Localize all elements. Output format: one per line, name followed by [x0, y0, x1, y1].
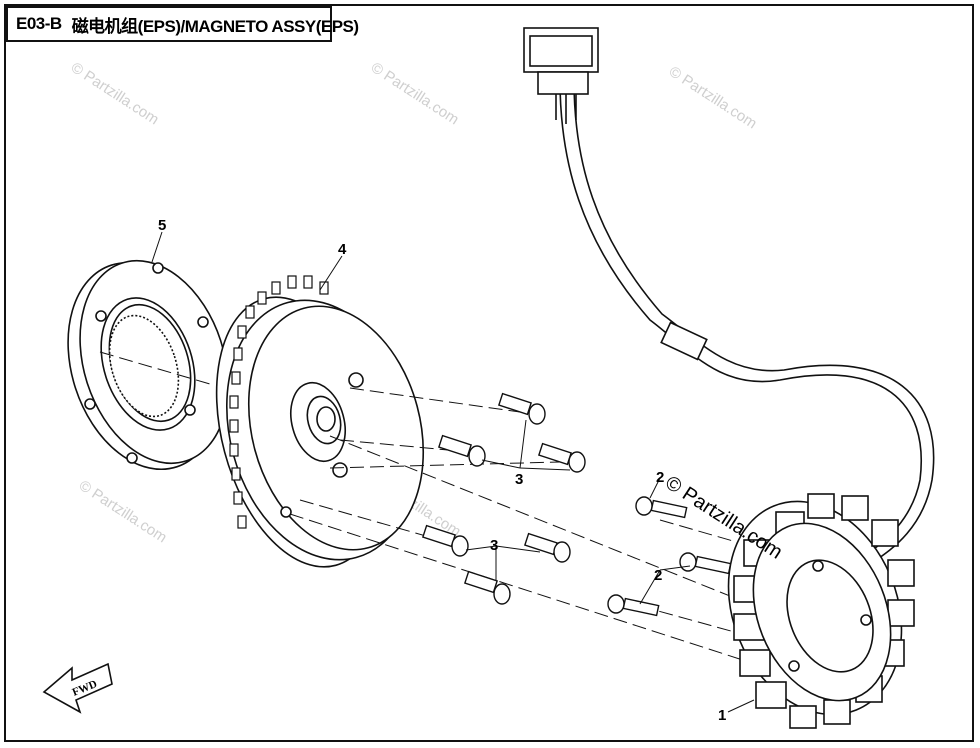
- diagram-code: E03-B: [16, 14, 62, 33]
- watermark: © Partzilla.com: [68, 59, 162, 128]
- callout-4: 4: [338, 241, 347, 258]
- rotor-bolts-part-3: [421, 392, 586, 605]
- rotor-bolt: [523, 532, 571, 563]
- title-box: E03-B 磁电机组(EPS)/MAGNETO ASSY(EPS): [6, 6, 359, 42]
- rotor-bolt: [537, 442, 586, 473]
- rotor-bolt: [497, 392, 546, 425]
- callout-3: 3: [490, 537, 498, 554]
- callout-5: 5: [158, 217, 166, 234]
- flywheel-part-4: [215, 275, 425, 568]
- stator-part-1: [523, 27, 935, 729]
- stator-bolt: [607, 594, 660, 617]
- diagram-frame: [4, 4, 974, 742]
- callout-2: 2: [656, 469, 664, 486]
- stator-bolt: [635, 496, 688, 519]
- rotor-bolt: [421, 524, 469, 557]
- fwd-arrow-icon: [42, 662, 113, 714]
- rotor-bolt: [437, 434, 486, 467]
- rotor-bolt: [463, 570, 511, 605]
- starter-clutch-part-5: [67, 259, 229, 471]
- callout-3: 3: [515, 471, 523, 488]
- diagram-title: 磁电机组(EPS)/MAGNETO ASSY(EPS): [71, 16, 359, 36]
- callout-1: 1: [718, 707, 726, 724]
- callout-leader-lines: [151, 231, 755, 713]
- watermark: © Partzilla.com: [666, 63, 760, 132]
- watermark: © Partzilla.com: [76, 477, 170, 546]
- callout-2: 2: [654, 567, 662, 584]
- watermark: © Partzilla.com: [368, 59, 462, 128]
- stator-bolt: [679, 552, 732, 575]
